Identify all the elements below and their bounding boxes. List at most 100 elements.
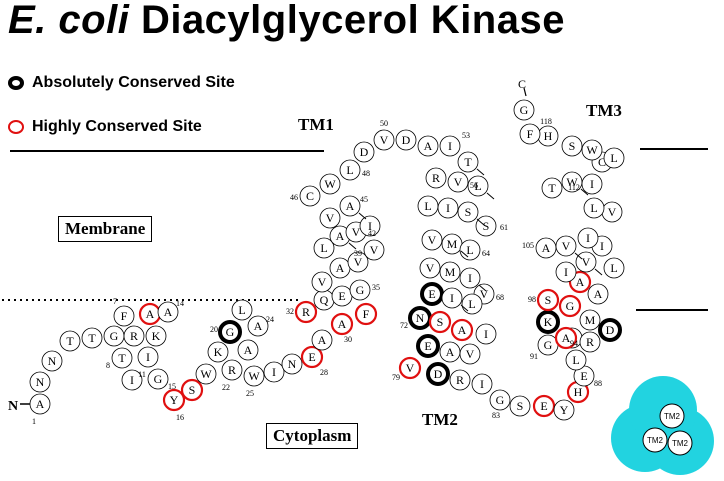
- residue-114: L: [603, 147, 625, 169]
- residue-41: A: [329, 225, 351, 247]
- residue-number: 105: [522, 241, 534, 250]
- residue-12: K: [145, 325, 167, 347]
- residue-letter: E: [428, 287, 435, 301]
- residue-47: W: [319, 173, 341, 195]
- residue-19: K: [207, 341, 229, 363]
- residue-letter: W: [586, 143, 598, 157]
- residue-letter: L: [466, 243, 473, 257]
- residue-35: G: [349, 279, 371, 301]
- residue-letter: T: [548, 181, 556, 195]
- residue-letter: V: [354, 255, 363, 269]
- orientation-arrow: [580, 188, 589, 196]
- trimer-tm2-top-label: TM2: [664, 412, 681, 421]
- residue-circle: [536, 310, 560, 334]
- residue-89: L: [565, 349, 587, 371]
- residue-circle: [373, 129, 395, 151]
- trimer-tm2-left: [642, 427, 668, 453]
- residue-letter: S: [437, 315, 444, 329]
- residue-number: 72: [400, 321, 408, 330]
- residue-circle: [319, 207, 341, 229]
- residue-67: I: [459, 267, 481, 289]
- residue-circle: [447, 171, 469, 193]
- c-terminus-label: C: [518, 77, 526, 91]
- residue-circle: [519, 123, 541, 145]
- residue-letter: A: [576, 275, 585, 289]
- residue-117: H: [537, 125, 559, 147]
- residue-64: L: [459, 239, 481, 261]
- residue-73: S: [428, 310, 452, 334]
- orientation-arrow: [460, 250, 469, 258]
- residue-letter: F: [363, 307, 370, 321]
- residue-letter: D: [434, 367, 443, 381]
- residue-letter: Y: [560, 403, 569, 417]
- residue-circle: [263, 361, 285, 383]
- residue-circle: [575, 251, 597, 273]
- residue-84: S: [509, 395, 531, 417]
- residue-83: G: [489, 389, 511, 411]
- residue-number: 88: [594, 379, 602, 388]
- residue-circle: [363, 239, 385, 261]
- residue-circle: [195, 363, 217, 385]
- residue-79: V: [398, 356, 422, 380]
- residue-115: W: [581, 139, 603, 161]
- residue-22: R: [221, 359, 243, 381]
- tm2-label: TM2: [422, 410, 458, 429]
- residue-116: S: [561, 135, 583, 157]
- orientation-arrow: [476, 168, 485, 176]
- residue-circle: [147, 368, 169, 390]
- residue-letter: E: [540, 399, 547, 413]
- residue-number: 25: [246, 389, 254, 398]
- residue-71: L: [461, 293, 483, 315]
- residue-letter: G: [226, 325, 235, 339]
- residue-circle: [439, 135, 461, 157]
- residue-31: F: [354, 302, 378, 326]
- residue-56: V: [447, 171, 469, 193]
- residue-circle: [123, 325, 145, 347]
- residue-circle: [111, 347, 133, 369]
- residue-1: A: [29, 393, 51, 415]
- residue-circle: [489, 389, 511, 411]
- residue-circle: [417, 135, 439, 157]
- residue-30: A: [330, 312, 354, 336]
- legend-absolute: Absolutely Conserved Site: [8, 74, 235, 92]
- residue-59: I: [437, 197, 459, 219]
- residue-circle: [581, 173, 603, 195]
- residue-letter: V: [454, 175, 463, 189]
- residue-circle: [598, 318, 622, 342]
- residue-number: 56: [470, 181, 478, 190]
- residue-65: V: [419, 257, 441, 279]
- residue-58: L: [417, 195, 439, 217]
- residue-letter: I: [272, 365, 276, 379]
- residue-circle: [347, 251, 369, 273]
- residue-letter: R: [130, 329, 138, 343]
- residue-circle: [330, 312, 354, 336]
- residue-86: Y: [553, 399, 575, 421]
- residue-number: 30: [344, 335, 352, 344]
- residue-letter: I: [448, 139, 452, 153]
- orientation-arrow: [574, 252, 583, 260]
- residue-letter: C: [306, 189, 314, 203]
- residue-letter: D: [402, 133, 411, 147]
- residue-63: M: [441, 233, 463, 255]
- residue-62: V: [421, 229, 443, 251]
- residue-circle: [300, 345, 324, 369]
- residue-number: 118: [540, 117, 552, 126]
- residue-49: D: [353, 141, 375, 163]
- residue-circle: [565, 349, 587, 371]
- residue-circle: [395, 129, 417, 151]
- residue-number: 48: [362, 169, 370, 178]
- residue-76: E: [416, 334, 440, 358]
- residue-letter: I: [484, 327, 488, 341]
- residue-letter: R: [432, 171, 440, 185]
- residue-letter: W: [324, 177, 336, 191]
- residue-letter: A: [594, 287, 603, 301]
- residue-letter: A: [446, 345, 455, 359]
- orientation-arrow: [348, 242, 357, 250]
- residue-104: I: [555, 261, 577, 283]
- residue-21: L: [231, 299, 253, 321]
- cytoplasm-label: Cytoplasm: [266, 423, 359, 449]
- residue-letter: I: [590, 177, 594, 191]
- residue-circle: [359, 215, 381, 237]
- residue-letter: T: [88, 331, 96, 345]
